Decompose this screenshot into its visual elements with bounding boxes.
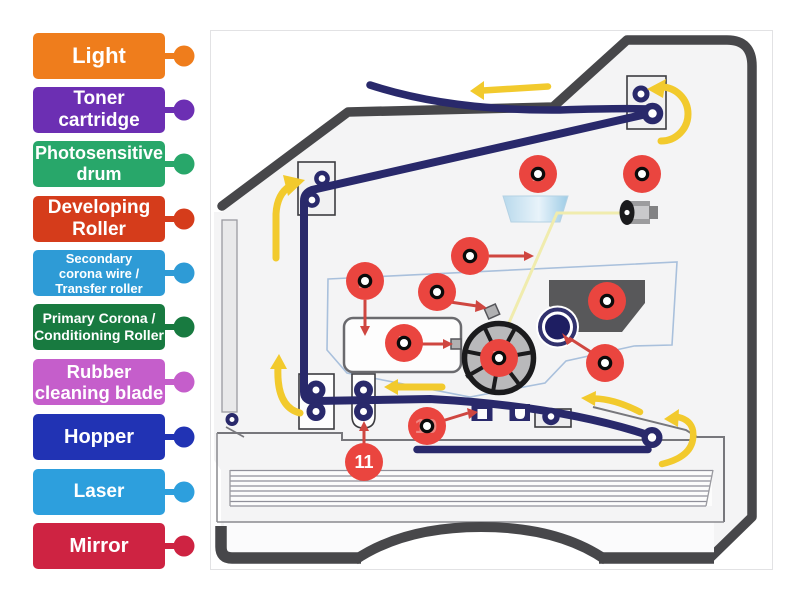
svg-text:11: 11 [354, 452, 373, 472]
